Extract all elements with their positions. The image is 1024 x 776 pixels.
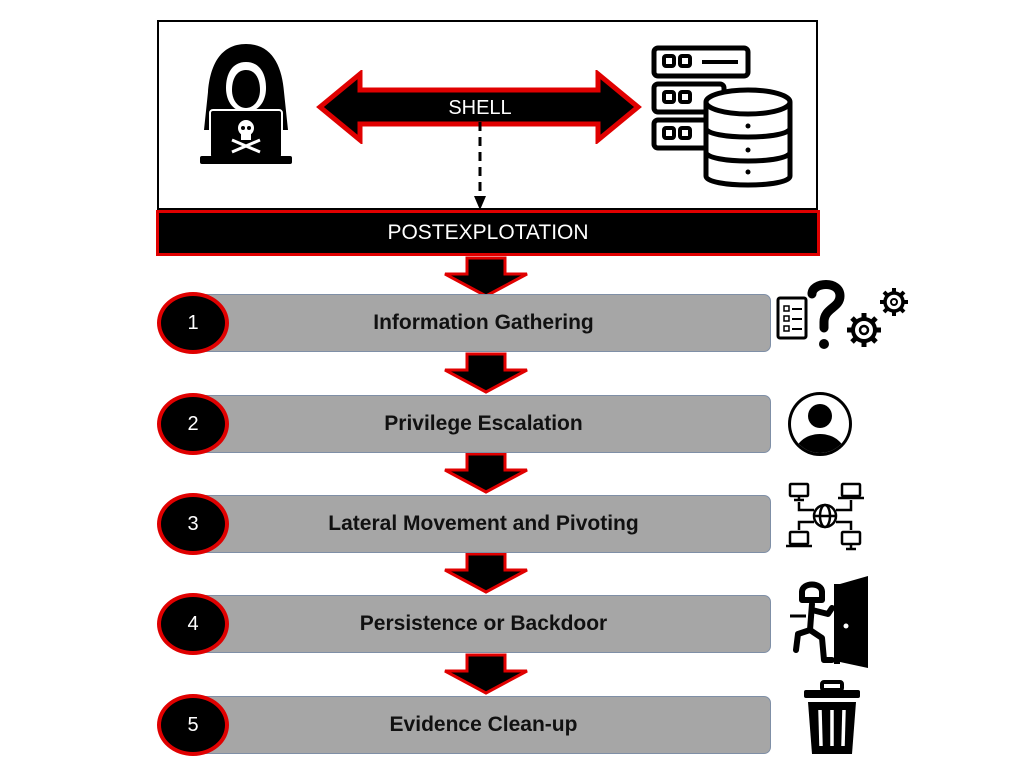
step-bar-privilege-escalation: Privilege Escalation xyxy=(196,395,771,453)
down-arrow-icon xyxy=(444,552,528,594)
user-avatar-icon xyxy=(788,392,852,456)
down-arrow-icon xyxy=(444,352,528,394)
shell-double-arrow xyxy=(316,70,642,144)
down-arrow-icon xyxy=(444,653,528,695)
server-database-icon xyxy=(651,45,793,188)
network-globe-computers-icon xyxy=(786,482,864,551)
postexploitation-bar: POSTEXPLOTATION xyxy=(156,210,820,256)
checklist-question-gears-icon xyxy=(776,280,908,349)
step-bar-lateral-movement: Lateral Movement and Pivoting xyxy=(196,495,771,553)
step-number-circle: 5 xyxy=(157,694,229,756)
down-arrow-icon xyxy=(444,452,528,494)
step-bar-information-gathering: Information Gathering xyxy=(196,294,771,352)
step-bar-persistence: Persistence or Backdoor xyxy=(196,595,771,653)
down-arrow-icon xyxy=(444,256,528,298)
step-number-circle: 4 xyxy=(157,593,229,655)
trash-can-icon xyxy=(804,680,860,754)
hacker-icon xyxy=(200,44,292,164)
intruder-door-icon xyxy=(790,576,868,668)
step-number-circle: 2 xyxy=(157,393,229,455)
dashed-down-arrow xyxy=(474,122,486,210)
shell-label: SHELL xyxy=(448,97,512,119)
step-number-circle: 1 xyxy=(157,292,229,354)
step-number-circle: 3 xyxy=(157,493,229,555)
step-bar-evidence-cleanup: Evidence Clean-up xyxy=(196,696,771,754)
